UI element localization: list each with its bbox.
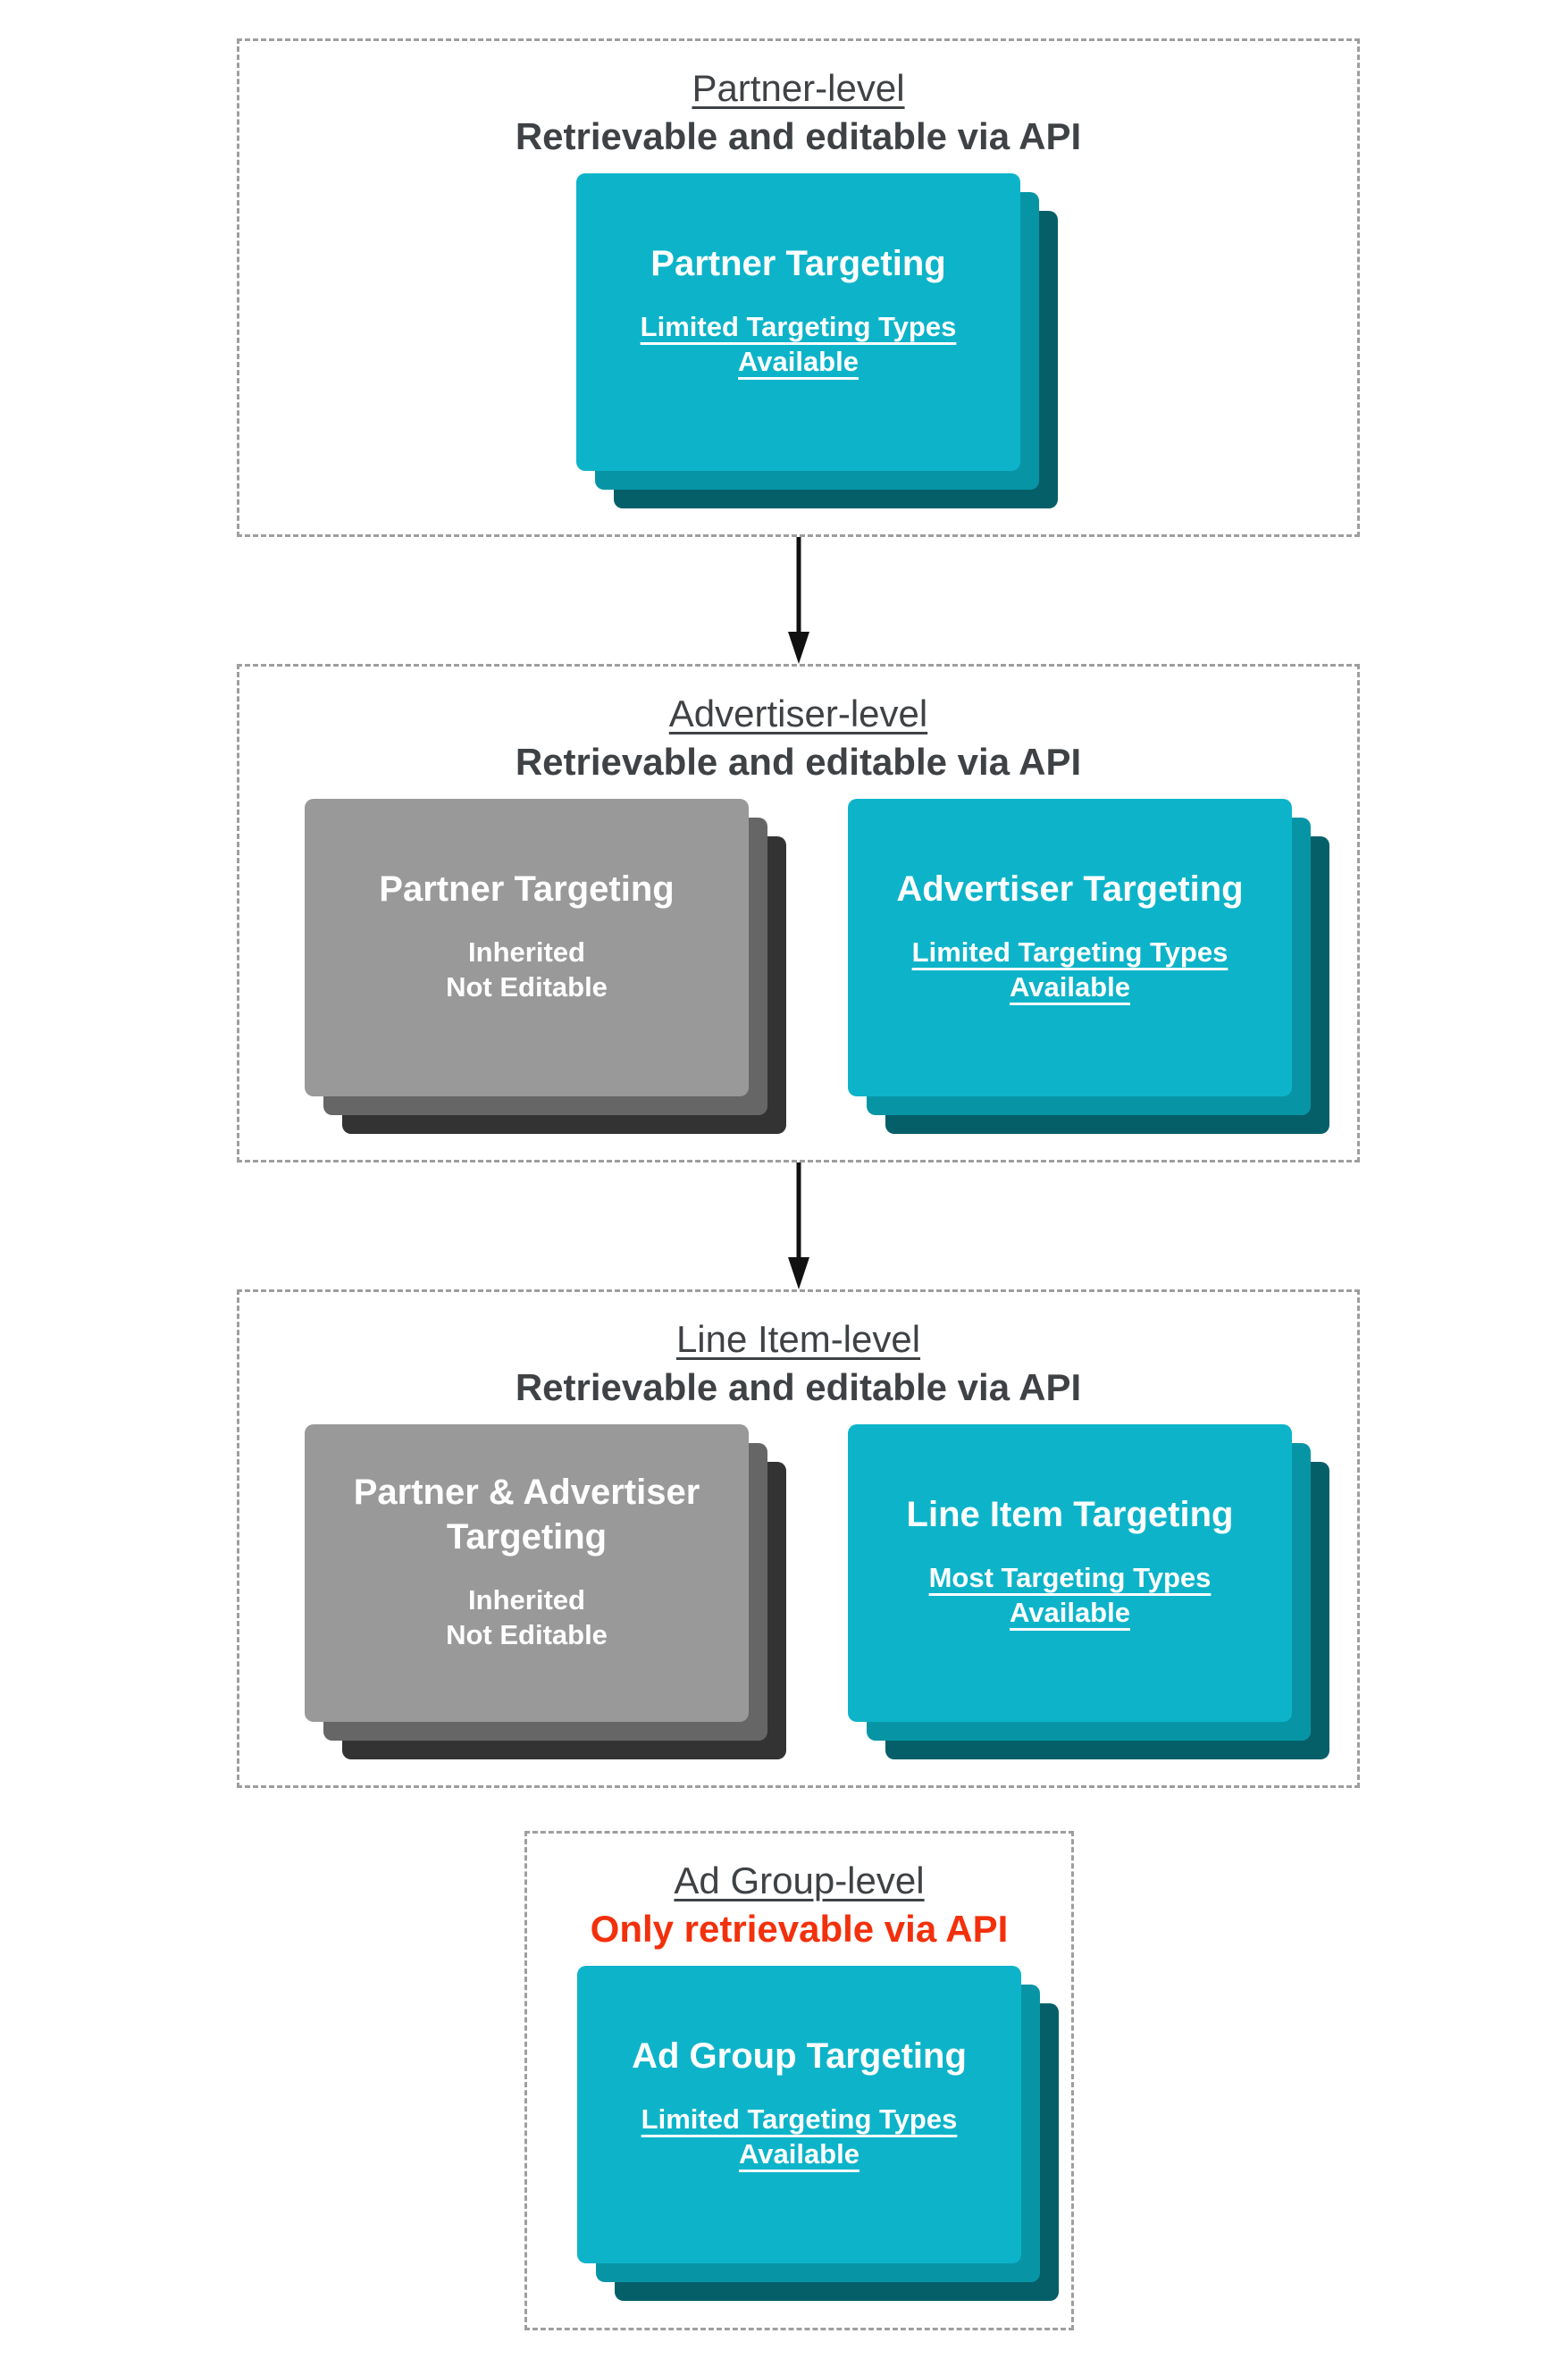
- section-subtitle-warning: Only retrievable via API: [590, 1908, 1009, 1950]
- card-content: Advertiser Targeting Limited Targeting T…: [848, 799, 1292, 1072]
- card-stack-line-item-targeting: Line Item Targeting Most Targeting Types…: [848, 1424, 1329, 1759]
- card-partner-targeting-inherited: Partner Targeting Inherited Not Editable: [305, 799, 749, 1096]
- cards-row: Partner & Advertiser Targeting Inherited…: [305, 1424, 1329, 1759]
- card-stack-inherited-partner-advertiser-targeting: Partner & Advertiser Targeting Inherited…: [305, 1424, 786, 1759]
- card-title: Line Item Targeting: [906, 1495, 1234, 1535]
- card-line-item-targeting: Line Item Targeting Most Targeting Types…: [848, 1424, 1292, 1722]
- card-subtitle: Inherited Not Editable: [446, 1582, 608, 1652]
- card-partner-targeting: Partner Targeting Limited Targeting Type…: [576, 173, 1020, 471]
- card-title: Ad Group Targeting: [632, 2036, 967, 2077]
- card-subtitle: Most Targeting Types Available: [929, 1560, 1212, 1630]
- card-subtitle: Limited Targeting Types Available: [912, 935, 1228, 1004]
- card-stack-inherited-partner-targeting: Partner Targeting Inherited Not Editable: [305, 799, 786, 1134]
- card-subtitle: Inherited Not Editable: [446, 935, 608, 1004]
- card-subtitle-line: Limited Targeting Types: [641, 2103, 958, 2136]
- card-stack-advertiser-targeting: Advertiser Targeting Limited Targeting T…: [848, 799, 1329, 1134]
- card-title: Partner Targeting: [379, 869, 675, 910]
- section-subtitle: Retrievable and editable via API: [515, 741, 1082, 783]
- card-subtitle-line: Available: [1010, 1597, 1130, 1629]
- section-title: Ad Group-level: [674, 1859, 925, 1901]
- section-partner-level: Partner-level Retrievable and editable v…: [237, 38, 1360, 537]
- card-subtitle-line: Inherited: [468, 1584, 585, 1616]
- card-subtitle-line: Available: [738, 346, 859, 378]
- card-subtitle-line: Available: [1010, 971, 1130, 1003]
- card-content: Partner Targeting Limited Targeting Type…: [576, 173, 1020, 447]
- section-title: Advertiser-level: [668, 692, 928, 734]
- card-subtitle-line: Inherited: [468, 936, 585, 969]
- card-subtitle-line: Available: [739, 2138, 859, 2170]
- section-line-item-level: Line Item-level Retrievable and editable…: [237, 1289, 1360, 1788]
- card-subtitle-line: Most Targeting Types: [928, 1562, 1212, 1594]
- card-subtitle: Limited Targeting Types Available: [641, 2102, 958, 2171]
- card-subtitle-line: Not Editable: [446, 971, 608, 1003]
- card-title: Partner & Advertiser Targeting: [353, 1473, 700, 1557]
- card-content: Partner Targeting Inherited Not Editable: [305, 799, 749, 1072]
- card-stack-ad-group-targeting: Ad Group Targeting Limited Targeting Typ…: [577, 1966, 1059, 2301]
- card-title: Advertiser Targeting: [896, 869, 1244, 910]
- card-title: Partner Targeting: [650, 244, 946, 284]
- card-subtitle-line: Limited Targeting Types: [640, 311, 957, 343]
- card-ad-group-targeting: Ad Group Targeting Limited Targeting Typ…: [577, 1966, 1021, 2263]
- section-title: Partner-level: [692, 67, 905, 109]
- card-subtitle-line: Not Editable: [446, 1619, 608, 1651]
- section-title: Line Item-level: [675, 1318, 921, 1360]
- card-advertiser-targeting: Advertiser Targeting Limited Targeting T…: [848, 799, 1292, 1096]
- section-subtitle: Retrievable and editable via API: [515, 115, 1082, 157]
- section-ad-group-level: Ad Group-level Only retrievable via API …: [524, 1831, 1074, 2330]
- card-subtitle-line: Limited Targeting Types: [911, 936, 1228, 969]
- arrow-advertiser-to-line-item: [788, 1163, 809, 1289]
- cards-row: Partner Targeting Inherited Not Editable…: [305, 799, 1329, 1134]
- card-content: Ad Group Targeting Limited Targeting Typ…: [577, 1966, 1021, 2239]
- card-partner-advertiser-targeting-inherited: Partner & Advertiser Targeting Inherited…: [305, 1424, 749, 1722]
- arrow-partner-to-advertiser: [788, 537, 809, 664]
- card-content: Line Item Targeting Most Targeting Types…: [848, 1424, 1292, 1698]
- section-advertiser-level: Advertiser-level Retrievable and editabl…: [237, 664, 1360, 1163]
- card-stack-partner-targeting: Partner Targeting Limited Targeting Type…: [576, 173, 1058, 508]
- card-subtitle: Limited Targeting Types Available: [641, 309, 957, 379]
- cards-row: Ad Group Targeting Limited Targeting Typ…: [577, 1966, 1059, 2301]
- section-subtitle: Retrievable and editable via API: [515, 1366, 1082, 1408]
- card-content: Partner & Advertiser Targeting Inherited…: [305, 1424, 749, 1698]
- cards-row: Partner Targeting Limited Targeting Type…: [576, 173, 1058, 508]
